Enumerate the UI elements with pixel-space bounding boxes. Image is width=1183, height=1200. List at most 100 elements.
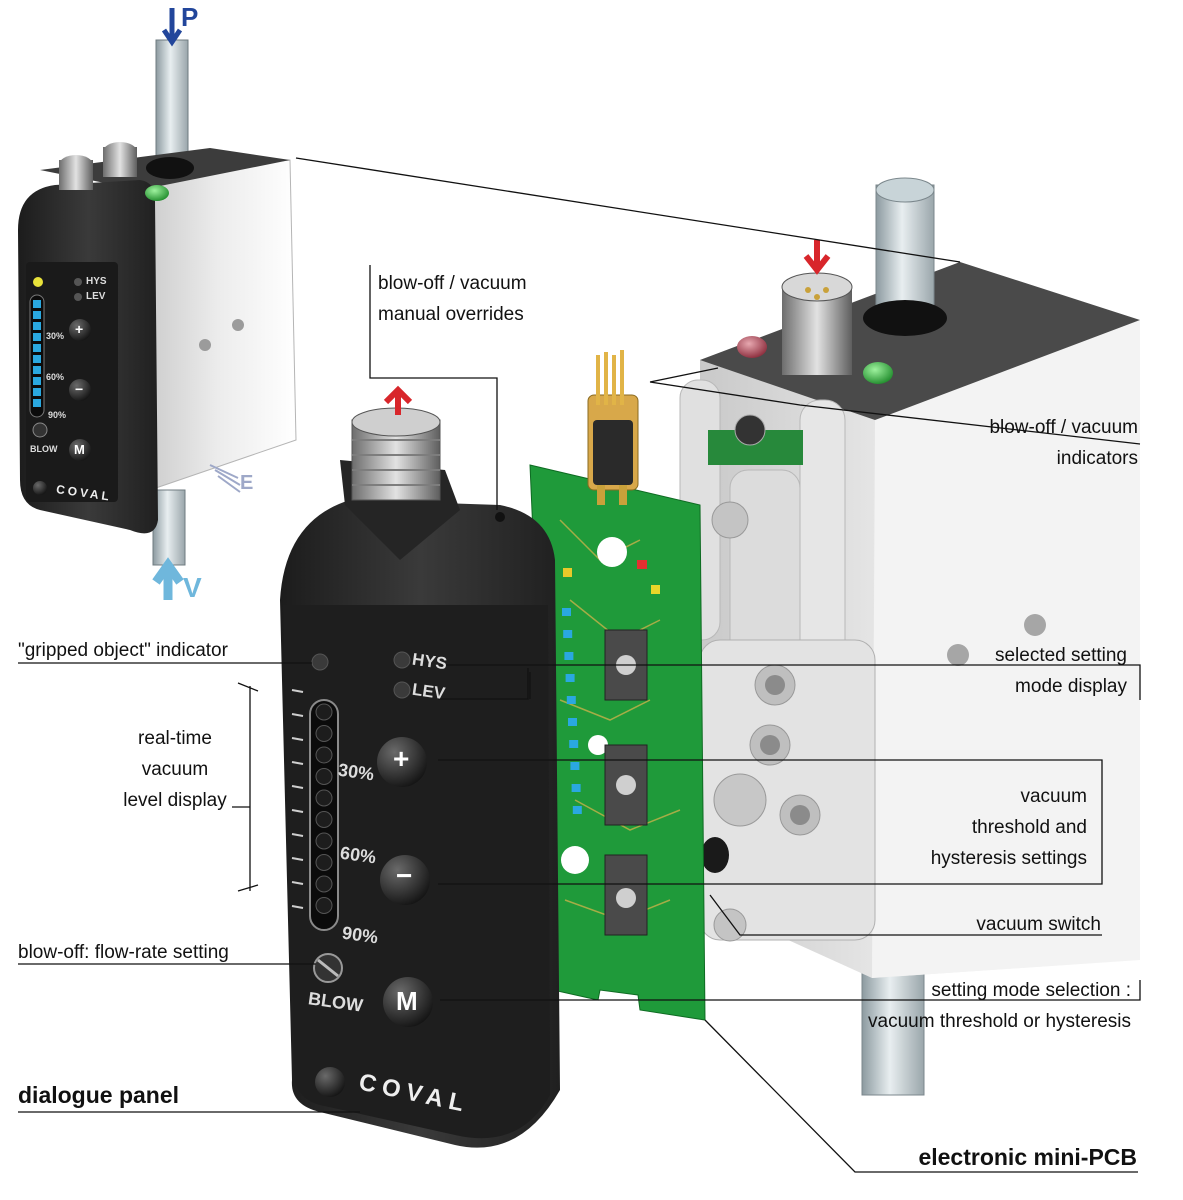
valve-top — [700, 262, 1140, 420]
tube-bottom — [861, 959, 925, 1096]
bargraph-tick — [291, 761, 304, 765]
small-minus-button — [69, 379, 91, 401]
dialogue-button — [315, 1067, 345, 1097]
small-lev-text: LEV — [86, 291, 106, 302]
port-v-label: V — [183, 572, 202, 603]
small-hys-text: HYS — [86, 276, 107, 287]
pcb-bargraph-leds — [562, 608, 582, 814]
label-line: threshold and — [971, 817, 1087, 838]
valve-hole — [947, 644, 969, 666]
pcb-led — [568, 718, 577, 726]
small-green-indicator — [145, 185, 169, 201]
vacuum-bargraph-ticks — [291, 689, 304, 909]
bargraph-led — [315, 854, 333, 871]
bargraph-tick — [291, 713, 304, 717]
bargraph-tick — [291, 905, 304, 909]
bargraph-tick — [291, 881, 304, 885]
leader-pcb — [704, 1019, 1138, 1173]
small-panel — [26, 262, 118, 502]
piston — [799, 399, 846, 681]
tube-p — [155, 39, 189, 171]
small-bargraph-led — [33, 311, 41, 319]
plus-button — [377, 737, 427, 787]
bargraph-led — [315, 746, 333, 764]
label-line: blow-off / vacuum — [378, 273, 527, 294]
label-line: manual overrides — [378, 304, 524, 325]
small-pct90-text: 90% — [48, 410, 67, 420]
small-port-ring — [146, 157, 194, 179]
small-bargraph-led — [33, 300, 41, 308]
mini-pcb — [529, 350, 706, 1021]
bargraph-led — [315, 768, 333, 785]
vacuum-indicator — [863, 362, 893, 384]
label-dialogue-panel: dialogue panel — [18, 1082, 180, 1108]
pcb-led — [570, 762, 580, 770]
label-line: blow-off / vacuum — [989, 417, 1138, 438]
tube-top-end — [875, 177, 935, 203]
small-bargraph-led — [33, 366, 41, 374]
small-body-hole — [232, 319, 244, 331]
lev-led — [393, 681, 411, 699]
pcb-led — [563, 630, 573, 638]
small-m-symbol: M — [74, 442, 85, 457]
label-line: setting mode selection : — [931, 980, 1131, 1001]
small-dialogue-button — [33, 481, 47, 495]
bargraph-led — [315, 703, 333, 721]
bargraph-tick — [291, 689, 304, 693]
bargraph-led — [315, 897, 333, 914]
tube-top-ring — [863, 300, 947, 336]
label-line: vacuum — [141, 759, 209, 780]
label-line: vacuum — [1020, 786, 1087, 807]
pcb-led — [564, 652, 574, 660]
port-p-label: P — [181, 2, 199, 32]
small-blow-text: BLOW — [30, 444, 58, 454]
leader-lines — [18, 157, 1141, 1173]
override-port — [495, 512, 505, 522]
arrow-p — [161, 8, 183, 47]
leader-manual-overrides — [369, 265, 498, 510]
bargraph-tick — [291, 785, 304, 789]
arrow-red-main — [383, 385, 413, 415]
small-body-hole — [199, 339, 211, 351]
label-line: real-time — [138, 728, 212, 749]
label-indicators: blow-off / vacuum indicators — [989, 412, 1138, 474]
gripped-object-led — [311, 653, 329, 671]
hys-led — [393, 651, 411, 669]
minus-button — [380, 855, 430, 905]
small-bargraph-led — [33, 333, 41, 341]
small-body — [139, 159, 297, 491]
bargraph-tick — [291, 737, 304, 741]
pcb-led — [566, 696, 576, 704]
label-realtime: real-time vacuum level display — [120, 723, 230, 816]
pcb-hole — [597, 537, 627, 567]
label-line: mode display — [1015, 676, 1127, 697]
small-blow-knob — [32, 422, 48, 438]
label-line: selected setting — [994, 645, 1127, 666]
bargraph-led — [315, 811, 333, 828]
small-device — [18, 8, 297, 600]
connector-line — [295, 157, 961, 263]
minus-symbol: − — [396, 860, 413, 891]
small-bargraph-led — [33, 388, 41, 396]
trim-screw — [734, 414, 766, 446]
pcb-led — [565, 674, 575, 682]
main-device — [280, 385, 560, 1148]
label-threshold: vacuum threshold and hysteresis settings — [931, 781, 1087, 874]
label-mode-selection: setting mode selection : vacuum threshol… — [868, 975, 1131, 1037]
small-pct60-text: 60% — [46, 372, 65, 382]
label-manual-overrides: blow-off / vacuum manual overrides — [378, 268, 527, 330]
bargraph-led — [315, 832, 333, 850]
blow-off-indicator — [737, 336, 767, 358]
pcb-led — [569, 740, 579, 748]
label-line: indicators — [1056, 448, 1138, 469]
leader-hys-lev — [438, 668, 531, 700]
arrow-red-valve — [803, 240, 831, 275]
leader-indicators — [649, 367, 1141, 445]
label-line: level display — [123, 790, 227, 811]
arrow-v — [152, 557, 184, 600]
valve-body — [679, 177, 1140, 1096]
small-lev-led — [74, 293, 82, 301]
bargraph-tick — [291, 857, 304, 861]
